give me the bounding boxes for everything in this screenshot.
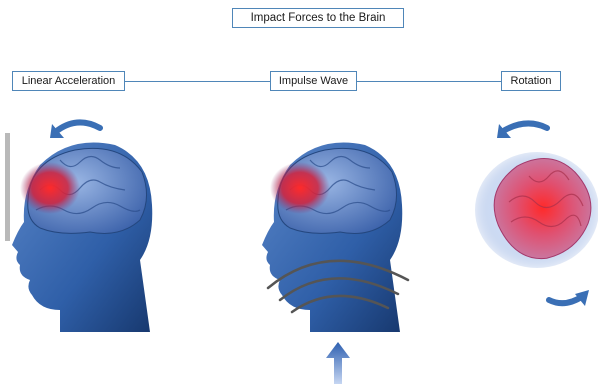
- curved-arrow-icon: [505, 123, 547, 130]
- head-linear-acceleration: [0, 110, 160, 335]
- brain-rotation: [465, 110, 598, 320]
- diagram-title: Impact Forces to the Brain: [232, 8, 404, 28]
- connector-line: [125, 81, 270, 82]
- connector-line: [357, 81, 501, 82]
- curved-arrow-icon: [58, 122, 100, 130]
- injury-highlight: [20, 162, 80, 214]
- label-linear-acceleration: Linear Acceleration: [12, 71, 125, 91]
- label-impulse-wave: Impulse Wave: [270, 71, 357, 91]
- head-impulse-wave: [250, 110, 410, 335]
- injury-highlight: [270, 162, 330, 214]
- label-rotation: Rotation: [501, 71, 561, 91]
- up-arrow-icon: [326, 342, 350, 384]
